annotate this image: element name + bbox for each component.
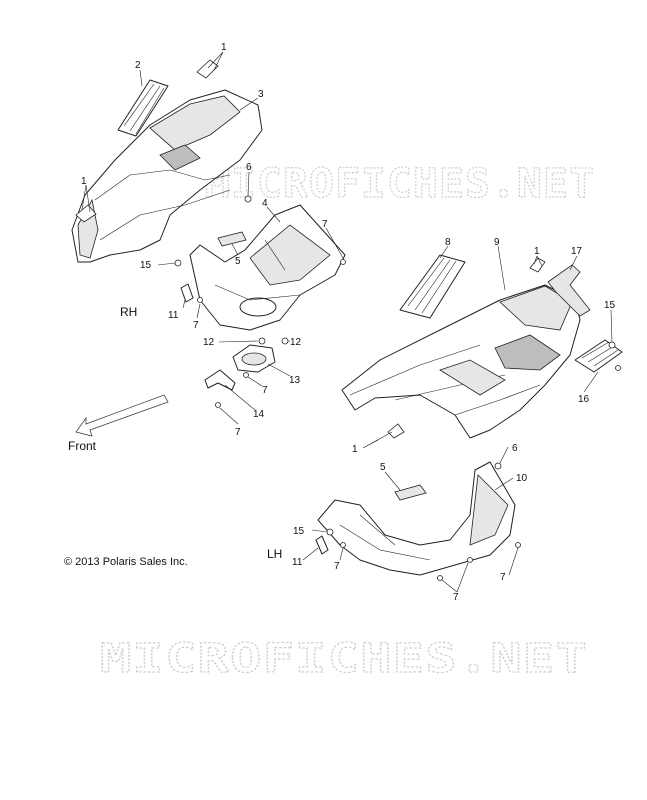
label-rh: RH bbox=[120, 305, 137, 319]
callout-17: 17 bbox=[571, 246, 583, 257]
label-front: Front bbox=[68, 439, 97, 453]
callout-6-b: 6 bbox=[512, 443, 518, 454]
callout-4: 4 bbox=[262, 198, 268, 209]
callout-11-a: 11 bbox=[168, 310, 179, 321]
part-7-screw-lh-d bbox=[515, 542, 521, 548]
callout-12-a: 12 bbox=[203, 337, 215, 348]
part-7-screw-lh-upper bbox=[615, 365, 621, 371]
part-1-fastener-lh-bottom bbox=[387, 423, 405, 439]
callout-15-b: 15 bbox=[604, 300, 616, 311]
part-6-screw-rh bbox=[244, 195, 252, 203]
leader-lines bbox=[81, 51, 613, 593]
part-11-pin-lh bbox=[315, 535, 329, 555]
callout-2: 2 bbox=[135, 60, 141, 71]
part-3-hood-panel bbox=[71, 89, 263, 263]
part-14-bracket bbox=[204, 369, 236, 391]
callout-15-a: 15 bbox=[140, 260, 152, 271]
callout-1-a: 1 bbox=[221, 42, 227, 53]
part-7-screw-lh-b bbox=[437, 575, 443, 581]
part-1-fastener-top bbox=[196, 59, 219, 79]
callout-11-b: 11 bbox=[292, 557, 303, 568]
part-11-pin-rh bbox=[180, 283, 194, 303]
callout-7-c: 7 bbox=[262, 385, 268, 396]
callout-10: 10 bbox=[516, 473, 528, 484]
callout-7-a: 7 bbox=[322, 219, 328, 230]
part-16-vent-grille bbox=[574, 339, 623, 373]
callout-8: 8 bbox=[445, 237, 451, 248]
watermark-lower: MICROFICHES.NET bbox=[100, 636, 588, 682]
part-12-grommet-a bbox=[258, 337, 266, 345]
callout-9: 9 bbox=[494, 237, 500, 248]
callout-14: 14 bbox=[253, 409, 265, 420]
part-4-side-panel bbox=[189, 204, 346, 331]
part-12-grommet-b bbox=[281, 337, 289, 345]
part-5-footrest-rh bbox=[217, 231, 247, 247]
part-8-vent bbox=[399, 254, 466, 319]
part-17-handle bbox=[547, 264, 591, 317]
callout-15-c: 15 bbox=[293, 526, 305, 537]
callout-12-b: 12 bbox=[290, 337, 302, 348]
callout-16: 16 bbox=[578, 394, 590, 405]
callout-3: 3 bbox=[258, 89, 264, 100]
part-15-clip-lh-upper bbox=[608, 341, 616, 349]
part-5-footrest-lh bbox=[394, 484, 427, 501]
part-6-screw-lh bbox=[494, 462, 502, 470]
callout-1-c: 1 bbox=[534, 246, 540, 257]
part-7-screw-lh-a bbox=[340, 542, 346, 548]
part-9-lh-side-cover bbox=[341, 284, 581, 439]
part-2-vent bbox=[117, 79, 169, 137]
part-7-screw-b bbox=[197, 297, 203, 303]
part-7-screw-lh-c bbox=[467, 557, 473, 563]
copyright: © 2013 Polaris Sales Inc. bbox=[64, 556, 188, 568]
watermark-upper: MICROFICHES.NET bbox=[205, 161, 595, 207]
part-15-clip-lh bbox=[326, 528, 334, 536]
callout-7-f: 7 bbox=[500, 572, 506, 583]
callout-6-a: 6 bbox=[246, 162, 252, 173]
callout-7-d: 7 bbox=[235, 427, 241, 438]
part-10-lh-lower-panel bbox=[317, 461, 516, 576]
part-15-clip-rh bbox=[174, 259, 182, 267]
callout-13: 13 bbox=[289, 375, 301, 386]
part-1-fastener-lh-top bbox=[529, 257, 546, 273]
label-lh: LH bbox=[267, 547, 282, 561]
part-7-screw-a bbox=[340, 259, 346, 265]
callout-7-e: 7 bbox=[334, 561, 340, 572]
part-13-cover-plate bbox=[232, 344, 276, 373]
callout-1-d: 1 bbox=[352, 444, 358, 455]
callout-1-b: 1 bbox=[81, 176, 87, 187]
part-1-fastener-left bbox=[75, 204, 97, 223]
callout-5-b: 5 bbox=[380, 462, 386, 473]
callout-7-b: 7 bbox=[193, 320, 199, 331]
callout-5-a: 5 bbox=[235, 256, 241, 267]
part-7-screw-d bbox=[215, 402, 221, 408]
callout-7-g: 7 bbox=[453, 592, 459, 603]
part-7-screw-c bbox=[243, 372, 249, 378]
front-arrow bbox=[75, 394, 169, 437]
